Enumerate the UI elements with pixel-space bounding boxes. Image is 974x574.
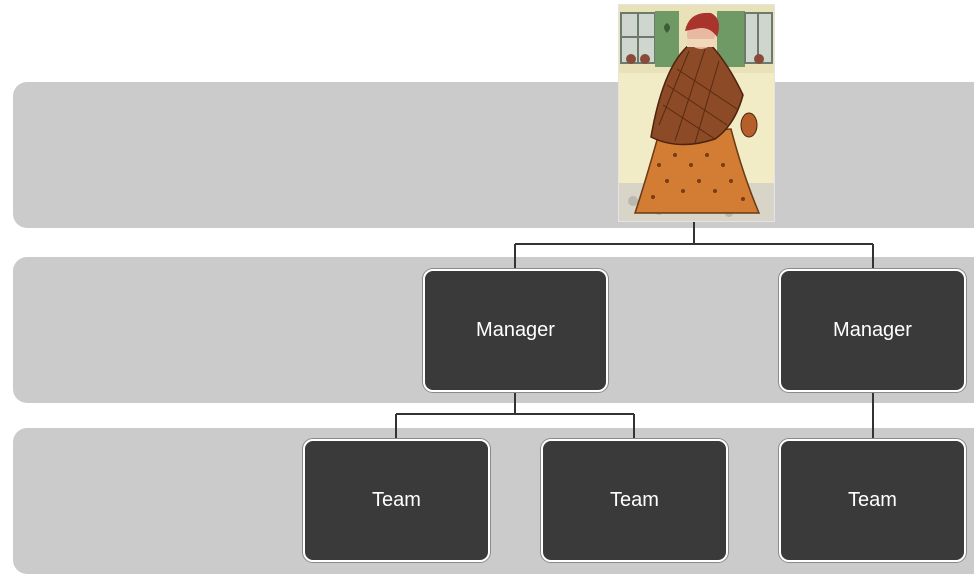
manager-node[interactable]: Manager <box>423 269 608 392</box>
team-node[interactable]: Team <box>303 439 490 562</box>
portrait-illustration-icon <box>618 4 775 222</box>
manager-label: Manager <box>476 319 555 341</box>
team-label: Team <box>372 489 421 511</box>
manager-label: Manager <box>833 319 912 341</box>
top-level-band <box>13 82 974 228</box>
manager-node[interactable]: Manager <box>779 269 966 392</box>
team-label: Team <box>848 489 897 511</box>
team-label: Team <box>610 489 659 511</box>
team-node[interactable]: Team <box>541 439 728 562</box>
team-node[interactable]: Team <box>779 439 966 562</box>
